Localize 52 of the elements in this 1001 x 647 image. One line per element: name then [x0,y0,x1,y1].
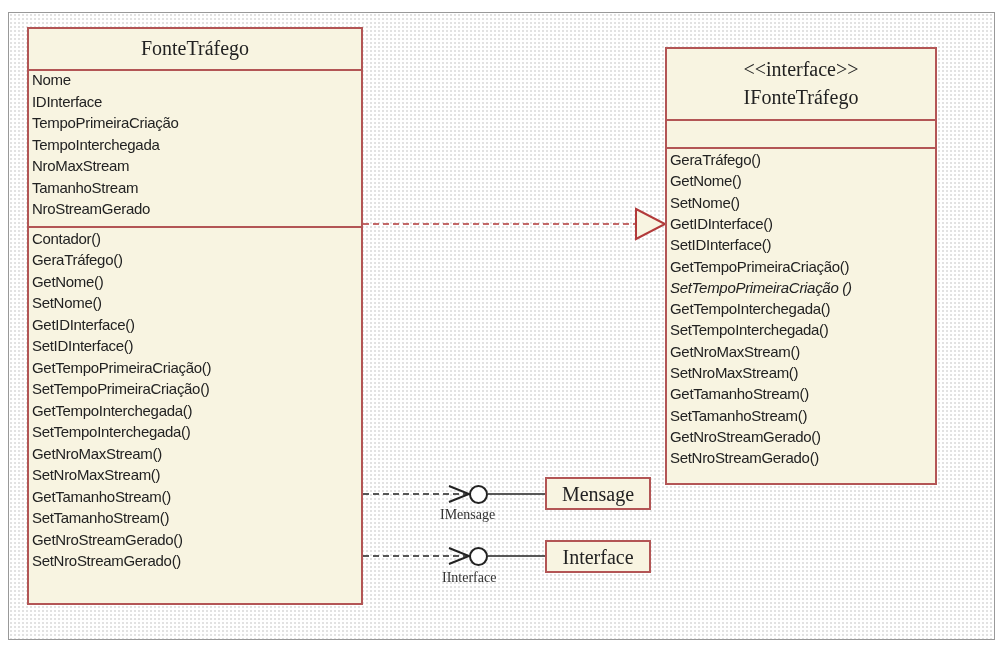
attribute-text: TempoPrimeiraCriação [32,114,179,132]
method-text: GetNroMaxStream() [32,444,162,463]
dependency-arrow [362,485,470,503]
method-text: GetNome() [670,172,742,191]
method-text: GeraTráfego() [670,151,761,169]
attribute-text: TamanhoStream [32,178,139,197]
connector-line [487,555,546,557]
method-text: SetNome() [670,193,740,212]
method-text: SetTamanhoStream() [670,406,808,425]
method-text: SetNroStreamGerado() [32,552,182,570]
interface-label: IMensage [440,507,496,523]
class-box [27,27,363,605]
attribute-text: NroStreamGerado [32,200,151,218]
attribute-text: Nome [32,71,71,89]
class-name: FonteTráfego [139,36,251,60]
interface-label: IInterface [442,570,497,586]
method-text: GetTempoInterchegada() [670,300,831,319]
method-text: SetTempoPrimeiraCriação() [32,380,210,398]
method-text: SetTempoInterchegada() [670,321,829,340]
realization-arrow [362,208,666,240]
class-name: Interface [561,545,635,569]
method-text: SetTamanhoStream() [32,509,170,527]
method-text: SetNroStreamGerado() [670,449,820,468]
method-text: GetNroStreamGerado() [670,427,821,446]
method-text: GetTempoPrimeiraCriação() [32,358,212,377]
method-text: SetNroMaxStream() [32,466,161,484]
method-text: GetIDInterface() [32,315,135,334]
method-text: SetTempoPrimeiraCriação () [670,278,852,297]
class-name: IFonteTráfego [742,85,860,109]
method-text: GetNroStreamGerado() [32,530,183,549]
method-text: Contador() [32,229,101,248]
attribute-text: NroMaxStream [32,157,130,175]
method-text: SetTempoInterchegada() [32,423,191,441]
method-text: GetTempoInterchegada() [32,401,193,420]
connector-line [487,493,546,495]
attribute-text: TempoInterchegada [32,135,160,154]
stereotype-text: <<interface>> [742,57,860,81]
attribute-text: IDInterface [32,92,103,111]
method-text: GetNome() [32,272,104,291]
method-text: GetTempoPrimeiraCriação() [670,257,850,276]
method-text: SetNroMaxStream() [670,364,799,382]
method-text: GetTamanhoStream() [670,385,809,404]
interface-box [665,47,937,485]
method-text: SetNome() [32,294,102,312]
method-text: GetIDInterface() [670,214,773,233]
method-text: SetIDInterface() [670,236,772,255]
method-text: GetTamanhoStream() [32,487,171,506]
method-text: SetIDInterface() [32,337,134,355]
class-name: Mensage [560,482,636,506]
method-text: GeraTráfego() [32,251,123,269]
dependency-arrow [362,547,470,565]
method-text: GetNroMaxStream() [670,342,800,361]
